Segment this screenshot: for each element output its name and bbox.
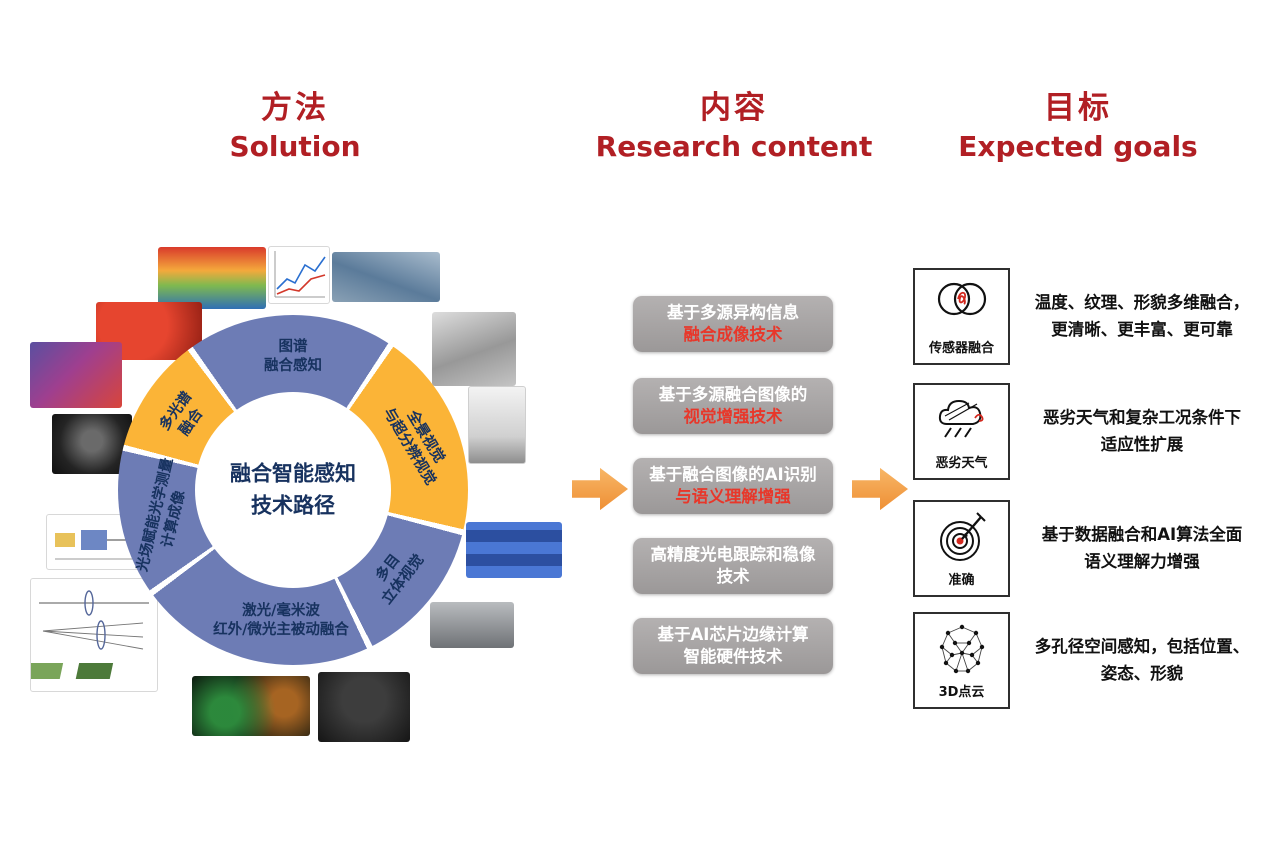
point-cloud-icon [939,624,984,674]
sonar-image [192,676,310,736]
gimbal-camera-image [318,672,410,742]
research-box-tracking-stabilization: 高精度光电跟踪和稳像 技术 [633,538,833,594]
ring-segment-label-panoramic-superres: 全景视觉 与超分辨视觉 [380,405,448,489]
solution-header: 方法 Solution [175,82,415,163]
ring-segment-label-map-fusion: 图谱 融合感知 [264,339,322,374]
goal-label-bad-weather: 恶劣天气 [935,456,988,471]
camera-lens-image [52,414,132,474]
goal-box-point-cloud: 3D点云 [913,612,1010,709]
ring-center-line-2: 技术路径 [251,493,335,517]
ring-hole [195,392,391,588]
storm-weather-icon [938,399,983,438]
stereo-camera-image [430,602,514,648]
ring-center-line-1: 融合智能感知 [230,461,356,486]
goal-desc-accuracy: 基于数据融合和AI算法全面 语义理解力增强 [1041,525,1243,571]
chart-image [268,246,330,304]
goal-desc-point-cloud: 多孔径空间感知，包括位置、 姿态、形貌 [1034,637,1250,683]
ring-segment-label-multi-eye-stereo: 多目 立体视觉 [373,551,428,608]
research-box-fusion-imaging: 基于多源异构信息 融合成像技术 [633,296,833,352]
research-header-zh: 内容 [700,90,768,126]
ring-center-title: 融合智能感知 技术路径 [203,459,383,522]
ring-segment-label-lightfield-computational: 光场赋能光学测量 计算成像 [134,456,189,574]
goal-label-accuracy: 准确 [948,573,975,588]
cube-camera-image [432,312,516,386]
pipeline-image [332,252,440,302]
spectral-image [30,342,122,408]
target-accuracy-icon [939,512,986,561]
goal-box-sensor-fusion: 传感器融合 [913,268,1010,365]
solution-header-zh: 方法 [261,90,329,126]
ring-segment-label-laser-mmwave: 激光/毫米波 红外/微光主被动融合 [213,603,349,638]
research-header-en: Research content [595,130,873,163]
optics-diagram-image [30,578,158,692]
venn-circles-icon [937,282,986,316]
goals-header: 目标 Expected goals [948,82,1208,163]
solution-header-en: Solution [229,130,361,163]
chart-image-lines [274,251,326,298]
research-box-vision-enhancement: 基于多源融合图像的 视觉增强技术 [633,378,833,434]
goal-label-sensor-fusion: 传感器融合 [928,341,994,356]
goal-desc-sensor-fusion: 温度、纹理、形貌多维融合， 更清晰、更丰富、更可靠 [1034,293,1250,339]
research-header: 内容 Research content [594,82,874,163]
goal-desc-bad-weather: 恶劣天气和复杂工况条件下 适应性扩展 [1043,408,1241,454]
goals-header-zh: 目标 [1044,90,1112,126]
goal-box-bad-weather: 恶劣天气 [913,383,1010,480]
flow-arrow-content-to-goals [852,467,908,511]
goals-header-en: Expected goals [958,130,1198,163]
thermal-surface-image [158,247,266,309]
ptz-camera-image [468,386,526,464]
optics-diagram-drawing [31,590,149,679]
goal-box-accuracy: 准确 [913,500,1010,597]
flow-arrow-solution-to-content [572,467,628,511]
blocks-image [466,522,562,578]
measurement-diagram-drawing [55,530,141,560]
ring-segment-label-multispectral-fusion: 多光谱 融合 [156,388,207,439]
research-box-ai-recognition: 基于融合图像的AI识别 与语义理解增强 [633,458,833,514]
solution-ring: 融合智能感知 技术路径 图谱 融合感知 全景视觉 与超分辨视觉 多目 立体视觉 … [118,315,468,665]
goal-label-point-cloud: 3D点云 [938,685,985,700]
research-box-edge-hardware: 基于AI芯片边缘计算 智能硬件技术 [633,618,833,674]
